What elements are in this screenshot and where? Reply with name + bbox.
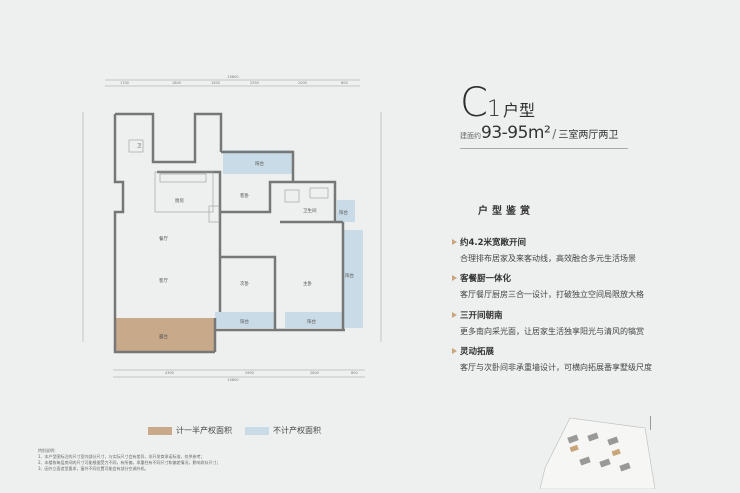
terrace-area	[115, 318, 215, 352]
special-notes: 特别说明： 1、本户型图标注的尺寸室内部分尺寸，与实际尺寸会有差异，非开发商承诺…	[38, 448, 221, 472]
balcony-bedroom-area	[215, 312, 275, 328]
unit-number: 1	[486, 97, 501, 122]
triangle-bullet-icon	[452, 275, 457, 281]
feature-desc: 客厅与次卧间非承重墙设计，可横向拓展番享墅级尺度	[460, 363, 652, 372]
triangle-bullet-icon	[452, 239, 457, 245]
triangle-bullet-icon	[452, 348, 457, 354]
area-prefix: 建面约	[460, 132, 481, 140]
room-balcony-side: 阳台	[345, 272, 354, 279]
unit-type-label: 户型	[502, 101, 535, 120]
feature-desc: 客厅餐厅厨房三合一设计，打破独立空间局限放大格	[460, 290, 644, 299]
dim-top-1: 1700	[120, 81, 129, 85]
feature-title: 灵动拓展	[460, 347, 495, 357]
triangle-bullet-icon	[452, 312, 457, 318]
room-balcony-small: 阳台	[339, 209, 348, 216]
room-bedroom-master: 主卧	[303, 280, 312, 287]
fridge	[208, 205, 220, 223]
dim-bottom-3: 2800	[310, 371, 319, 375]
room-kitchen: 厨房	[175, 197, 184, 204]
room-bedroom-sub: 客卧	[240, 192, 249, 199]
balcony-small-area	[337, 200, 355, 222]
legend-half-area: 计一半产权面积	[148, 425, 232, 436]
feature-desc: 合理排布居家及来客动线，高效融合多元生活场景	[460, 254, 636, 263]
note-line: 3、因外立面造型要求，窗外不同位置可能会有部分空调外机。	[38, 466, 149, 471]
basin-2	[309, 187, 329, 199]
legend-swatch-blue	[245, 426, 269, 435]
note-line: 2、本楼栋每层房间的尺寸可能根据受力不同，有所偏，承重柱有不同尺寸和偏差情况，影…	[38, 460, 221, 465]
room-terrace: 露台	[159, 333, 168, 340]
room-bedroom-2: 次卧	[240, 280, 249, 287]
kitchen-sink	[159, 173, 207, 183]
area-layout: 三室两厅两卫	[558, 130, 619, 141]
legend-swatch-tan	[148, 426, 172, 435]
room-balcony-bedroom: 阳台	[307, 318, 316, 325]
title-divider	[460, 148, 628, 149]
feature-title: 客餐厨一体化	[460, 274, 512, 284]
floor-plan-drawing: 10800 1700 1800 1500 2550 2000 600 4300 …	[82, 75, 382, 382]
room-balcony-top: 阳台	[255, 160, 264, 167]
dim-bottom-1: 4300	[165, 371, 174, 375]
feature-item: 客餐厨一体化 客厅餐厅厨房三合一设计，打破独立空间局限放大格	[452, 272, 682, 300]
dim-top-5: 2000	[298, 81, 307, 85]
note-line: 特别说明：	[38, 448, 58, 453]
area-line: 建面约93-95m²/三室两厅两卫	[460, 123, 630, 143]
dim-top-3: 1500	[211, 81, 220, 85]
feature-item: 灵动拓展 客厅与次卧间非承重墙设计，可横向拓展番享墅级尺度	[452, 345, 682, 373]
feature-desc: 更多南向采光面，让居家生活独享阳光与清风的犒赏	[460, 327, 644, 336]
room-dining: 餐厅	[159, 235, 168, 242]
area-value: 93-95m²	[481, 123, 551, 143]
unit-letter: C	[460, 80, 488, 126]
compass-marker	[650, 416, 651, 430]
area-separator: /	[552, 127, 557, 141]
section-title: 户型鉴赏	[478, 206, 534, 217]
kitchen-counter	[154, 171, 214, 213]
legend-label: 计一半产权面积	[176, 426, 232, 435]
dim-bottom-4: 800	[351, 371, 358, 375]
toilet-2	[284, 189, 300, 203]
dim-top-2: 1800	[172, 81, 181, 85]
feature-item: 三开间朝南 更多南向采光面，让居家生活独享阳光与清风的犒赏	[452, 309, 682, 337]
dim-bottom-total: 10800	[227, 378, 238, 382]
feature-title: 三开间朝南	[460, 311, 503, 321]
room-living: 客厅	[159, 277, 168, 284]
floor-plan: 10800 1700 1800 1500 2550 2000 600 4300 …	[75, 72, 395, 392]
dim-top-total: 10800	[227, 75, 238, 79]
room-bath-2: 卫生间	[303, 207, 317, 214]
balcony-top-area	[223, 150, 293, 174]
toilet-1	[128, 139, 144, 153]
legend-label: 不计产权面积	[273, 426, 321, 435]
balcony-side-area	[343, 230, 363, 328]
room-balcony-south: 阳台	[240, 318, 249, 325]
note-line: 1、本户型图标注的尺寸室内部分尺寸，与实际尺寸会有差异，非开发商承诺标准，仅供参…	[38, 454, 205, 459]
dim-top-4: 2550	[250, 81, 259, 85]
legend-no-area: 不计产权面积	[245, 425, 321, 436]
site-map-thumbnail	[539, 408, 660, 490]
feature-title: 约4.2米宽敞开间	[460, 238, 527, 248]
room-bath-1: 卫	[137, 143, 142, 149]
dim-bottom-2: 2900	[245, 371, 254, 375]
feature-item: 约4.2米宽敞开间 合理排布居家及来客动线，高效融合多元生活场景	[452, 236, 682, 264]
balcony-master-area	[285, 312, 345, 328]
dim-top-6: 600	[341, 81, 348, 85]
